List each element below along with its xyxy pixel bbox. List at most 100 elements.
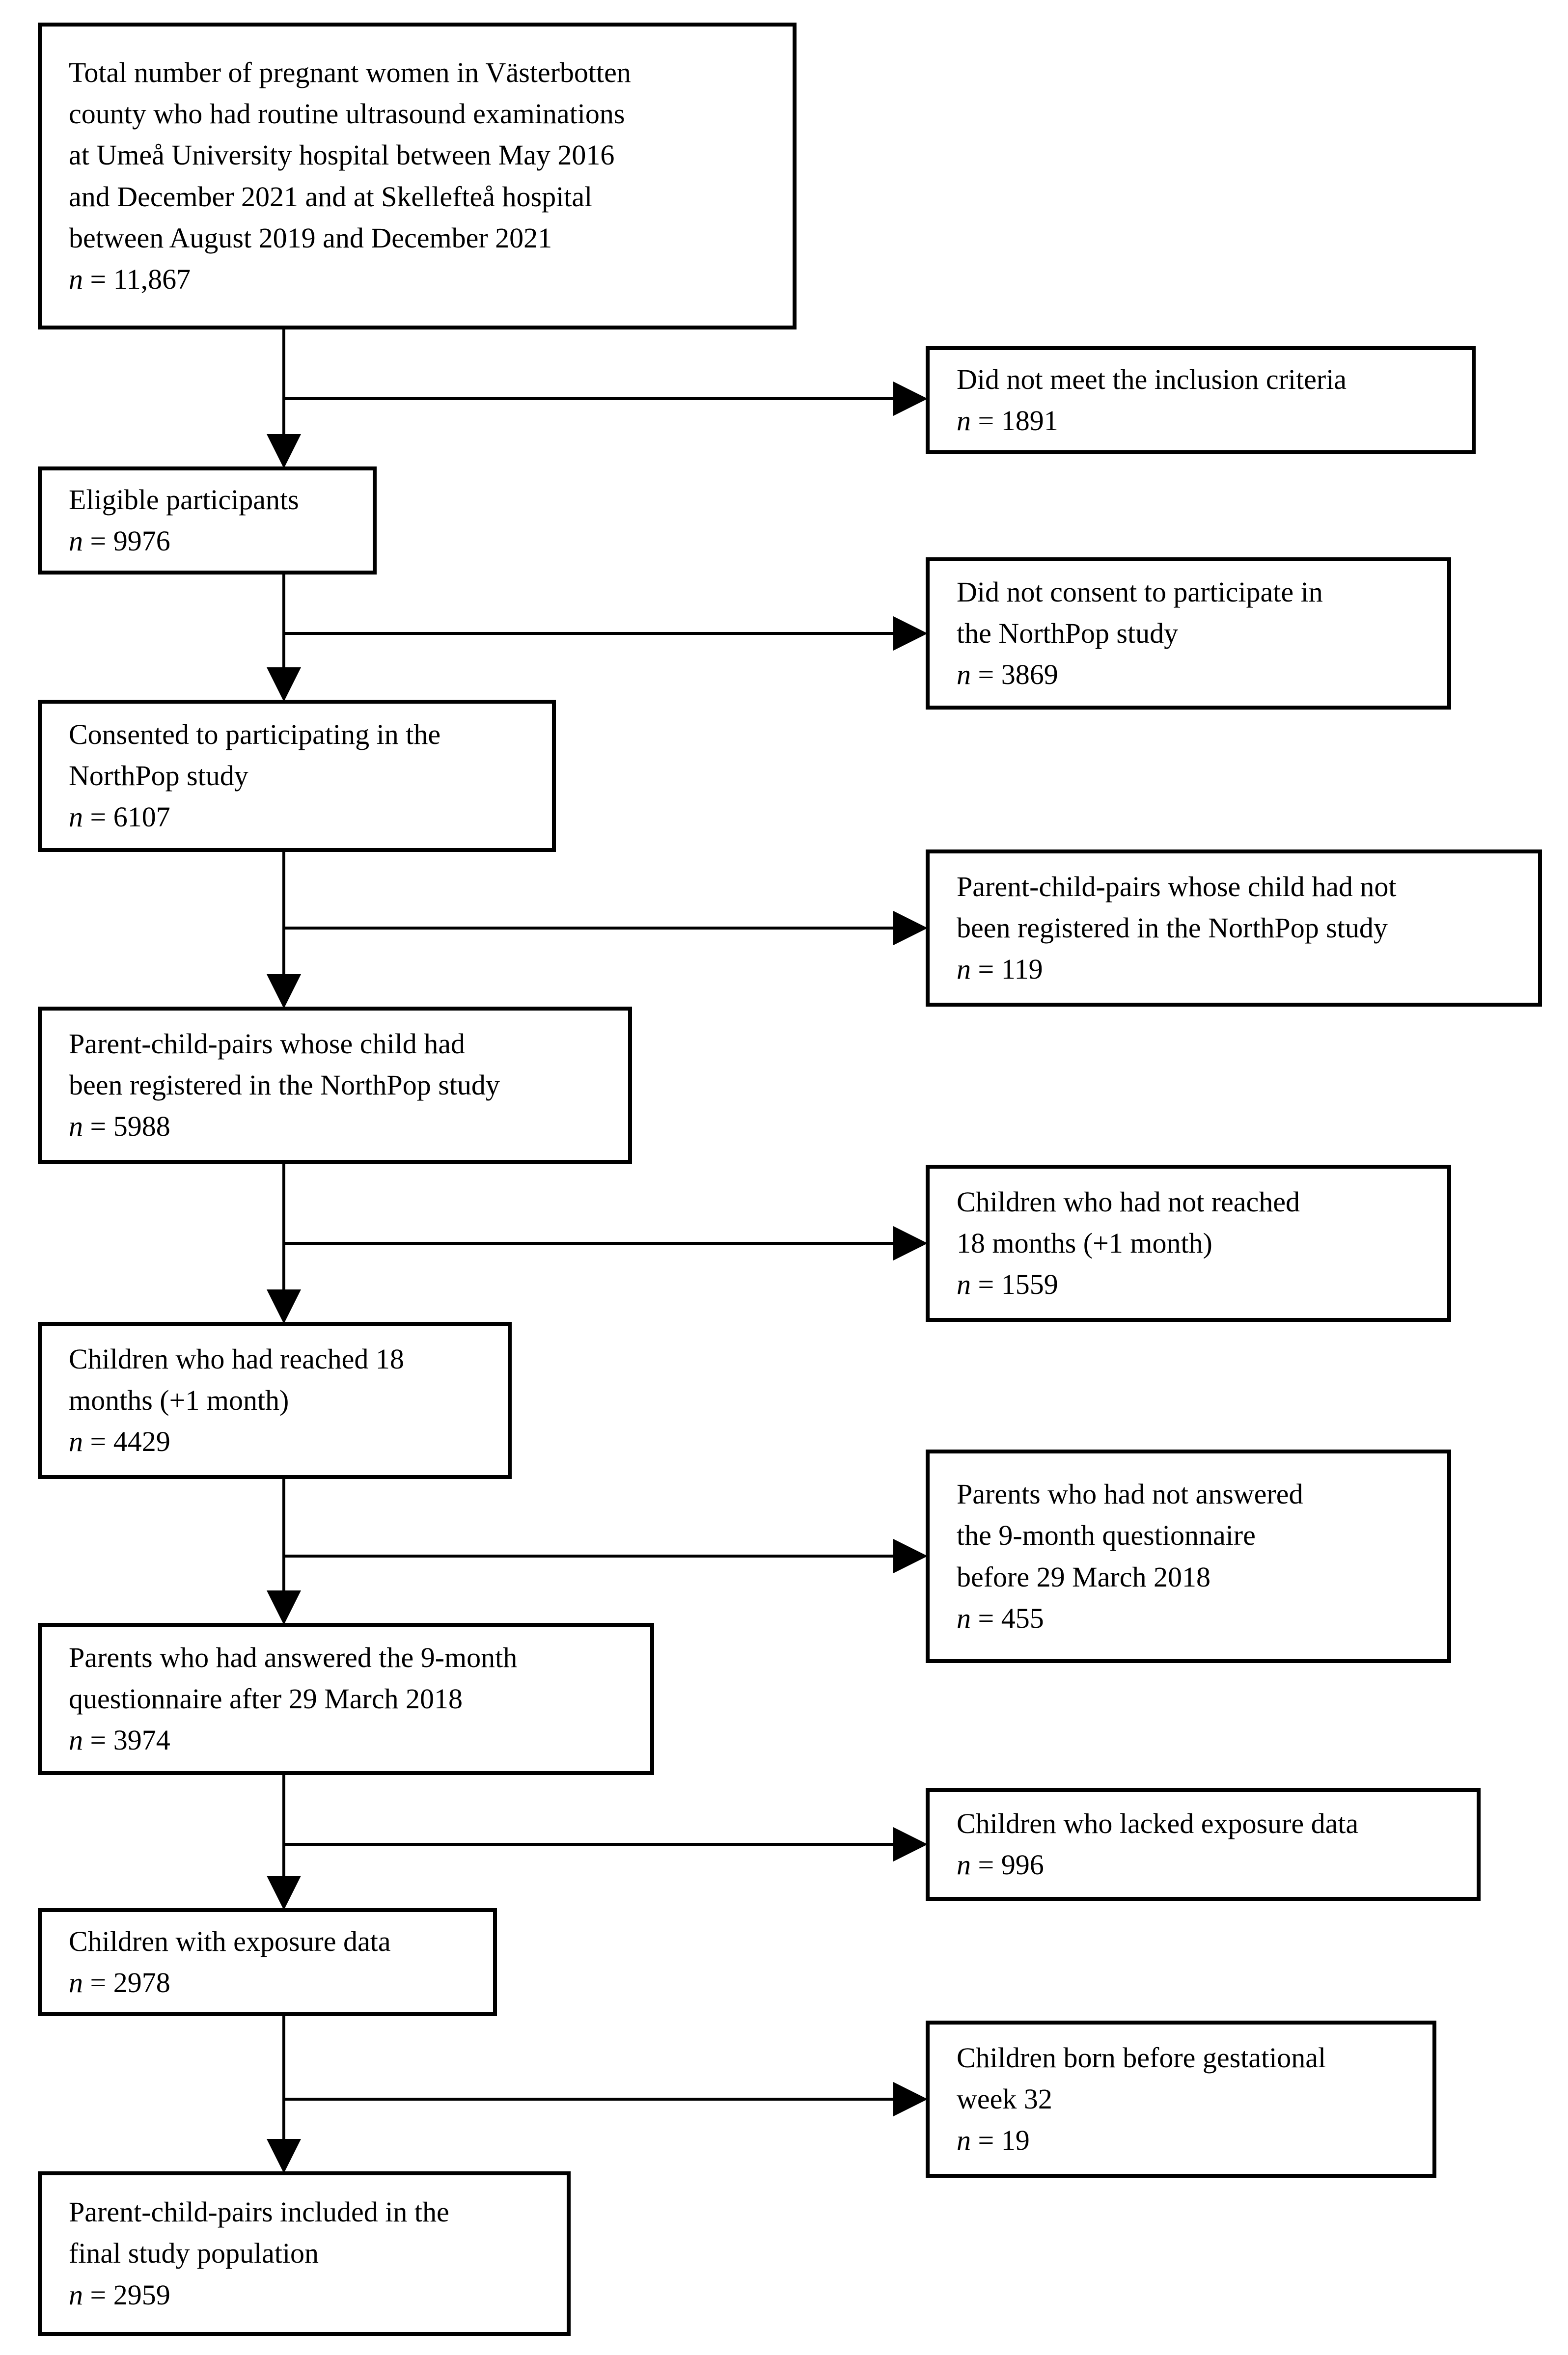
not-reached-18-months-box: Children who had not reached 18 months (… (926, 1165, 1451, 1322)
n-count: n = 1891 (957, 400, 1445, 441)
reached-18-months-box: Children who had reached 18 months (+1 m… (38, 1322, 512, 1479)
exposure-data-box: Children with exposure data n = 2978 (38, 1908, 497, 2016)
n-symbol: n (69, 525, 83, 557)
branch-to-not-answered (282, 1539, 928, 1573)
n-count: n = 11,867 (69, 259, 766, 300)
equals: = (83, 1967, 113, 1999)
arrowhead-right-icon (893, 2082, 928, 2116)
not-consent-box: Did not consent to participate in the No… (926, 557, 1451, 710)
equals: = (83, 1724, 113, 1756)
n-symbol: n (69, 1110, 83, 1143)
n-count: n = 3974 (69, 1720, 623, 1761)
n-value: 119 (1001, 953, 1043, 986)
n-symbol: n (957, 2124, 971, 2157)
n-count: n = 3869 (957, 654, 1420, 695)
n-count: n = 119 (957, 949, 1511, 990)
box-text: Consented to participating in the NorthP… (69, 718, 441, 792)
branch-to-lacked-exposure (282, 1827, 928, 1862)
n-count: n = 455 (957, 1598, 1420, 1639)
equals: = (83, 2278, 113, 2311)
consented-box: Consented to participating in the NorthP… (38, 700, 556, 852)
equals: = (83, 1110, 113, 1143)
connector-registered-to-reached18 (267, 1162, 301, 1324)
n-symbol: n (957, 658, 971, 691)
n-value: 9976 (113, 525, 170, 557)
connector-total-to-eligible (267, 328, 301, 468)
n-count: n = 9976 (69, 520, 346, 562)
connector-eligible-to-consented (267, 573, 301, 702)
n-value: 996 (1001, 1849, 1044, 1881)
n-value: 4429 (113, 1425, 170, 1458)
n-symbol: n (69, 263, 83, 295)
n-count: n = 996 (957, 1844, 1450, 1886)
answered-9month-box: Parents who had answered the 9-month que… (38, 1623, 654, 1775)
n-value: 2978 (113, 1967, 170, 1999)
box-text: Parents who had not answered the 9-month… (957, 1478, 1303, 1593)
box-text: Total number of pregnant women in Väster… (69, 56, 631, 254)
branch-to-not-reached18 (282, 1226, 928, 1260)
n-symbol: n (69, 2278, 83, 2311)
equals: = (83, 525, 113, 557)
lacked-exposure-box: Children who lacked exposure data n = 99… (926, 1788, 1481, 1901)
n-count: n = 6107 (69, 796, 525, 838)
n-count: n = 19 (957, 2120, 1405, 2161)
not-meet-criteria-box: Did not meet the inclusion criteria n = … (926, 346, 1476, 454)
box-text: Did not consent to participate in the No… (957, 575, 1323, 649)
arrowhead-down-icon (267, 1590, 301, 1625)
box-text: Children who lacked exposure data (957, 1807, 1359, 1839)
n-value: 455 (1001, 1602, 1044, 1634)
n-value: 11,867 (113, 263, 191, 295)
connector-reached18-to-answered (267, 1477, 301, 1625)
equals: = (971, 405, 1001, 437)
n-count: n = 1559 (957, 1264, 1420, 1305)
arrowhead-right-icon (893, 911, 928, 945)
n-symbol: n (957, 405, 971, 437)
arrowhead-down-icon (267, 1289, 301, 1324)
n-count: n = 4429 (69, 1421, 481, 1462)
total-pregnant-women-box: Total number of pregnant women in Väster… (38, 23, 797, 329)
n-value: 1891 (1001, 405, 1058, 437)
equals: = (83, 263, 113, 295)
connector-consented-to-registered (267, 850, 301, 1009)
n-value: 2959 (113, 2278, 170, 2311)
n-symbol: n (957, 1602, 971, 1634)
not-answered-9month-box: Parents who had not answered the 9-month… (926, 1450, 1451, 1663)
arrowhead-right-icon (893, 382, 928, 416)
branch-to-not-meet-criteria (282, 382, 928, 416)
n-symbol: n (957, 1268, 971, 1301)
n-symbol: n (69, 1967, 83, 1999)
n-symbol: n (957, 1849, 971, 1881)
n-value: 6107 (113, 801, 170, 833)
box-text: Parent-child-pairs whose child had been … (69, 1027, 500, 1101)
n-symbol: n (69, 801, 83, 833)
equals: = (971, 2124, 1001, 2157)
branch-to-not-registered (282, 911, 928, 945)
n-value: 3869 (1001, 658, 1058, 691)
equals: = (971, 658, 1001, 691)
n-count: n = 2978 (69, 1962, 466, 2003)
equals: = (83, 1425, 113, 1458)
n-value: 19 (1001, 2124, 1030, 2157)
connector-answered-to-exposure (267, 1773, 301, 1910)
equals: = (971, 1602, 1001, 1634)
box-text: Parent-child-pairs included in the final… (69, 2196, 449, 2270)
equals: = (971, 953, 1001, 986)
arrowhead-down-icon (267, 1876, 301, 1910)
branch-to-not-consent (282, 616, 928, 651)
n-count: n = 5988 (69, 1106, 601, 1147)
arrowhead-down-icon (267, 667, 301, 702)
not-registered-box: Parent-child-pairs whose child had not b… (926, 849, 1542, 1007)
arrowhead-right-icon (893, 1226, 928, 1260)
equals: = (971, 1849, 1001, 1881)
n-symbol: n (957, 953, 971, 986)
box-text: Children who had reached 18 months (+1 m… (69, 1342, 404, 1416)
final-population-box: Parent-child-pairs included in the final… (38, 2171, 571, 2336)
equals: = (971, 1268, 1001, 1301)
n-count: n = 2959 (69, 2274, 540, 2316)
registered-pairs-box: Parent-child-pairs whose child had been … (38, 1007, 632, 1164)
arrowhead-down-icon (267, 434, 301, 468)
box-text: Eligible participants (69, 483, 299, 516)
n-value: 5988 (113, 1110, 170, 1143)
arrowhead-right-icon (893, 616, 928, 651)
